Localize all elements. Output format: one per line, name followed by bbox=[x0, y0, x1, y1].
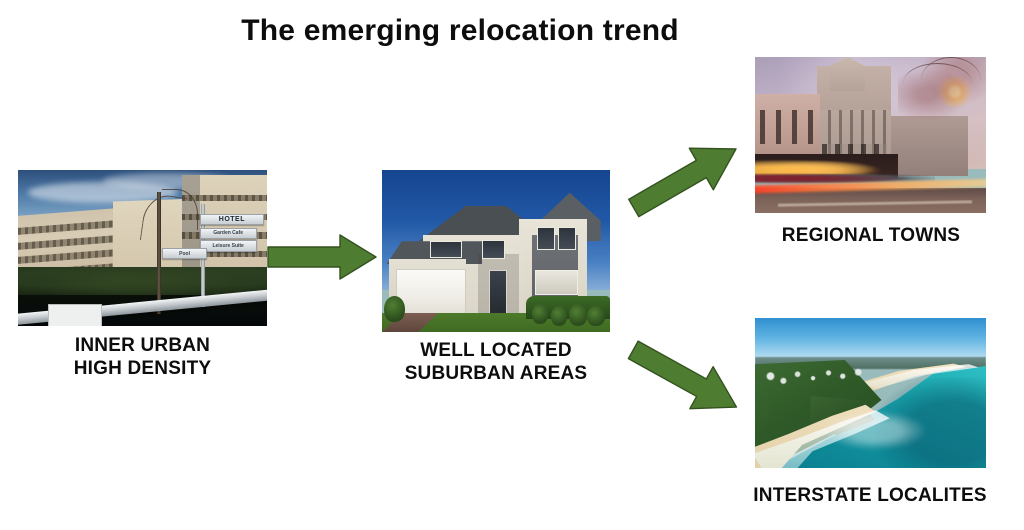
arrow-suburban-to-regional bbox=[620, 125, 748, 233]
garage-door bbox=[395, 268, 467, 317]
caption-suburban: WELL LOCATED SUBURBAN AREAS bbox=[404, 340, 588, 385]
arrow-urban-to-suburban bbox=[266, 232, 378, 282]
shrub bbox=[384, 296, 405, 323]
balcony-band bbox=[182, 194, 267, 202]
sea-foam bbox=[824, 411, 926, 450]
caption-inner-urban: INNER URBAN HIGH DENSITY bbox=[73, 335, 212, 380]
direction-sign-label: Leisure Suite bbox=[212, 242, 244, 249]
photo-inner-urban: HOTEL Garden Cafe Leisure Suite Pool bbox=[18, 170, 267, 326]
building-right bbox=[888, 116, 968, 176]
deep-water bbox=[875, 378, 986, 468]
photo-interstate-coast bbox=[755, 318, 986, 468]
building-windows bbox=[759, 110, 816, 145]
direction-sign-label: Pool bbox=[179, 250, 190, 257]
photo-suburban-house bbox=[382, 170, 610, 332]
page-title: The emerging relocation trend bbox=[241, 14, 679, 47]
shrub bbox=[532, 304, 549, 324]
notice-board bbox=[47, 304, 103, 326]
hotel-sign: HOTEL bbox=[199, 213, 265, 226]
shrub bbox=[550, 306, 567, 326]
window bbox=[482, 239, 505, 260]
direction-sign: Pool bbox=[162, 248, 207, 260]
window bbox=[429, 241, 462, 258]
tree-branch bbox=[162, 188, 199, 231]
direction-sign: Garden Cafe bbox=[199, 227, 257, 240]
coastal-houses bbox=[755, 363, 885, 396]
cloud-layer bbox=[27, 182, 178, 203]
window bbox=[557, 226, 576, 250]
shrub bbox=[587, 306, 606, 326]
window bbox=[537, 226, 555, 250]
arrow-suburban-to-interstate bbox=[620, 330, 748, 426]
direction-sign: Leisure Suite bbox=[199, 240, 257, 252]
balcony-band bbox=[182, 251, 267, 258]
direction-sign-label: Garden Cafe bbox=[213, 230, 244, 237]
caption-interstate: INTERSTATE LOCALITES bbox=[753, 485, 987, 506]
sky-layer bbox=[755, 318, 986, 363]
photo-regional-town bbox=[755, 57, 986, 213]
tree-trunk bbox=[157, 191, 162, 314]
shrub bbox=[568, 304, 588, 326]
tree-branch bbox=[921, 57, 982, 105]
window bbox=[534, 270, 578, 296]
caption-regional-towns: REGIONAL TOWNS bbox=[781, 225, 961, 246]
front-door bbox=[489, 270, 508, 315]
